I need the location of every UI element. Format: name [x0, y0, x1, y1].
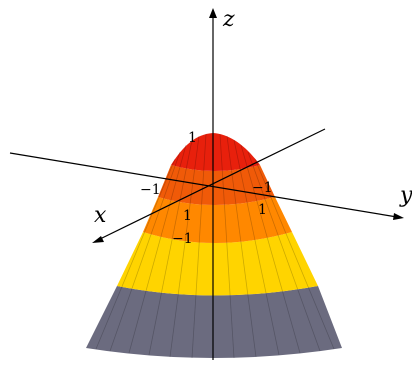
surface-band-yellow: [117, 232, 318, 296]
tick-label-z-top: 1: [188, 130, 197, 146]
y-arrowhead: [393, 213, 404, 220]
tick-label-y-neg: −1: [252, 180, 273, 196]
tick-label-x-neg: −1: [140, 182, 161, 198]
x-axis-line: [97, 128, 326, 241]
z-arrowhead: [209, 8, 217, 18]
z-axis-label: z: [222, 7, 235, 32]
x-axis-label: x: [94, 203, 107, 228]
tick-label-z-bottom: −1: [172, 231, 193, 247]
surface-meridians: [95, 133, 335, 359]
surface-band-orange: [143, 197, 292, 243]
surface-band-base: [86, 286, 342, 358]
axis-arrowheads: [92, 8, 404, 243]
y-axis-line: [9, 152, 398, 218]
x-arrowhead: [92, 236, 104, 243]
surface-band-dark-orange: [158, 165, 275, 205]
tick-label-y-pos: 1: [258, 202, 267, 218]
surface-cap: [171, 133, 260, 171]
tick-label-x-pos: 1: [183, 208, 192, 224]
y-axis-label: y: [399, 183, 412, 208]
axes: [9, 14, 398, 360]
